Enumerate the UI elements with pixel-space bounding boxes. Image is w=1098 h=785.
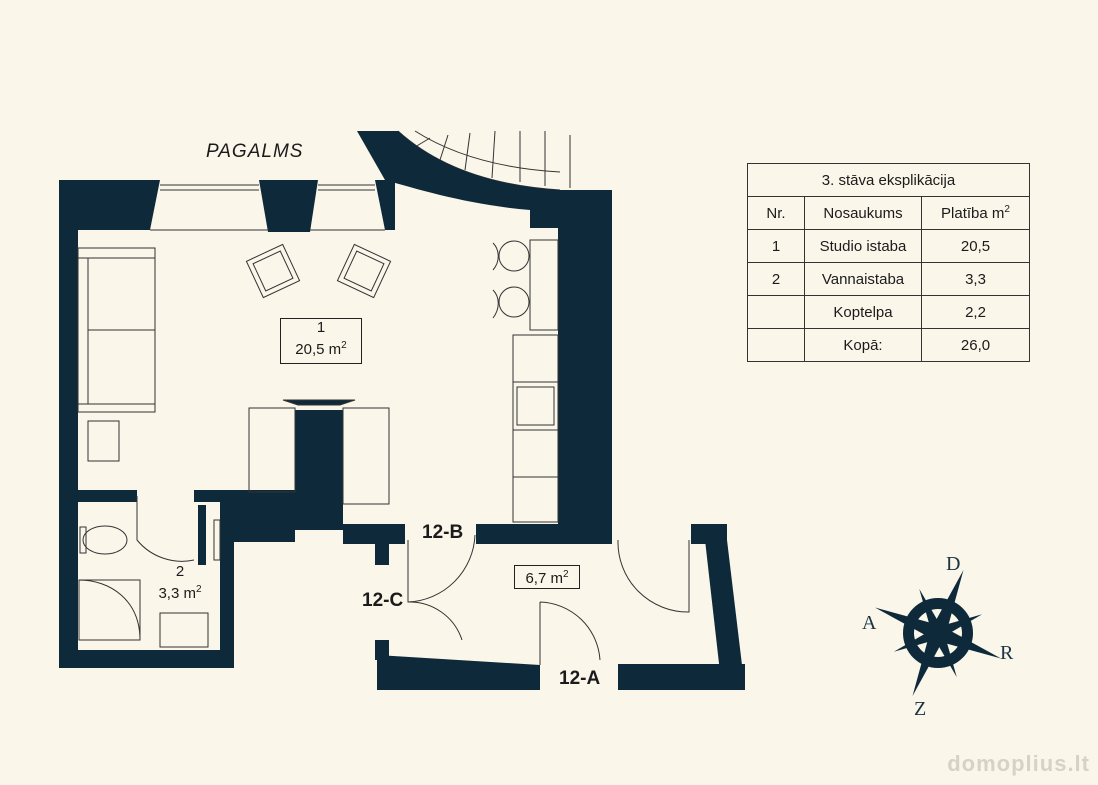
lamp [282, 399, 356, 406]
bed-left [248, 407, 296, 493]
door-label-12c: 12-C [362, 590, 404, 611]
room-tag-bathroom: 2 3,3 m2 [140, 563, 220, 609]
table-title: 3. stāva eksplikācija [747, 163, 1030, 197]
cell-name: Koptelpa [804, 295, 922, 329]
armchair-right [336, 243, 392, 299]
cell-name: Kopā: [804, 328, 922, 362]
walls [59, 131, 745, 690]
header-nr: Nr. [747, 196, 805, 230]
bed-right [342, 407, 390, 505]
cell-nr [747, 328, 805, 362]
table-row: Kopā: 26,0 [747, 328, 1030, 362]
furniture [77, 239, 559, 648]
compass-south-label: Z [914, 698, 927, 720]
door-swings [136, 496, 690, 665]
header-name: Nosaukums [804, 196, 922, 230]
table-row: 1 Studio istaba 20,5 [747, 229, 1030, 263]
watermark: domoplius.lt [947, 751, 1090, 776]
header-area: Platība m2 [921, 196, 1030, 230]
sink [159, 612, 209, 648]
cell-nr: 1 [747, 229, 805, 263]
cell-area: 2,2 [921, 295, 1030, 329]
room-area: 6,7 m2 [525, 569, 569, 587]
room-number: 2 [175, 563, 185, 580]
room-area: 3,3 m2 [158, 584, 202, 602]
compass-north-label: D [946, 553, 961, 575]
explication-table: 3. stāva eksplikācija Nr. Nosaukums Plat… [747, 163, 1030, 362]
armchair-left [245, 243, 301, 299]
table-row: 2 Vannaistaba 3,3 [747, 262, 1030, 296]
compass-east-label: R [1000, 642, 1014, 664]
cell-nr: 2 [747, 262, 805, 296]
door-label-12b: 12-B [422, 522, 464, 543]
cell-area: 20,5 [921, 229, 1030, 263]
table-header-row: Nr. Nosaukums Platība m2 [747, 196, 1030, 230]
cell-name: Vannaistaba [804, 262, 922, 296]
table-row: Koptelpa 2,2 [747, 295, 1030, 329]
compass-rose-icon [874, 569, 1002, 697]
room-tag-studio: 1 20,5 m2 [280, 318, 362, 364]
side-table [87, 420, 120, 462]
room-area: 20,5 m2 [295, 340, 347, 358]
outside-label: PAGALMS [206, 141, 304, 162]
room-tag-corridor: 6,7 m2 [514, 565, 580, 589]
compass-west-label: A [862, 612, 877, 634]
cell-nr [747, 295, 805, 329]
cell-area: 3,3 [921, 262, 1030, 296]
cell-name: Studio istaba [804, 229, 922, 263]
shower [78, 579, 141, 641]
room-number: 1 [316, 319, 326, 336]
cell-area: 26,0 [921, 328, 1030, 362]
toilet [82, 525, 128, 555]
windows [150, 184, 385, 231]
door-label-12a: 12-A [559, 668, 601, 689]
